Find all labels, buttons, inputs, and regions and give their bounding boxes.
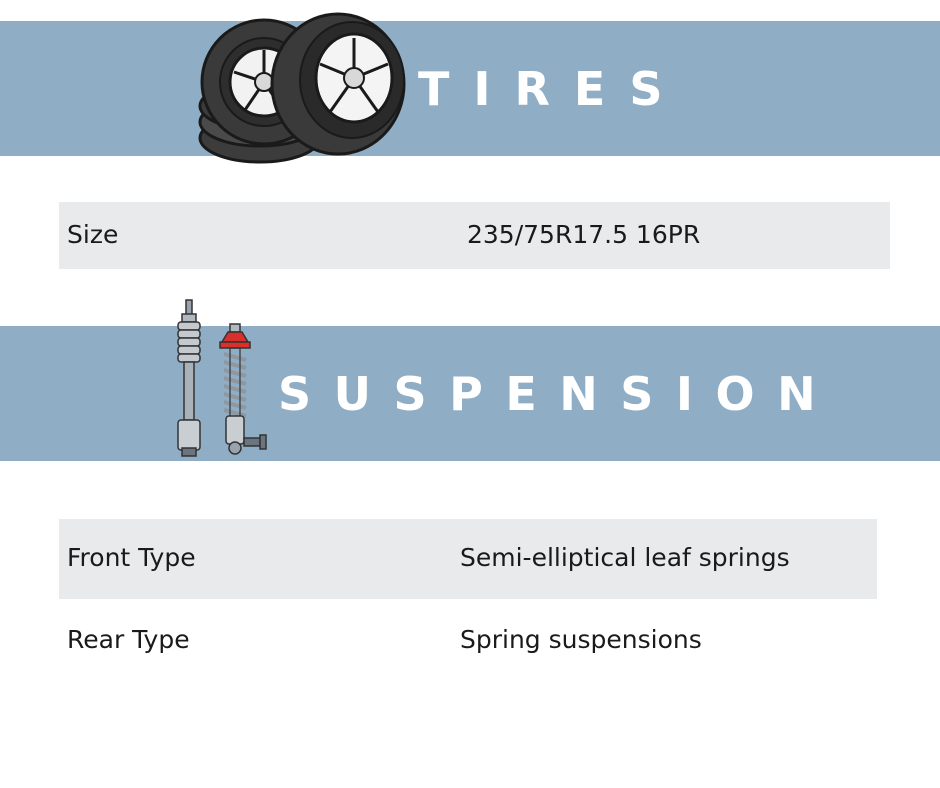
suspension-heading: SUSPENSION (278, 367, 839, 421)
spec-value: 235/75R17.5 16PR (467, 220, 701, 249)
spec-label: Front Type (67, 543, 196, 572)
tires-spec-row: Size 235/75R17.5 16PR (59, 202, 890, 269)
stacked-tires-icon (198, 12, 406, 164)
spec-value: Spring suspensions (460, 625, 702, 654)
shock-absorbers-icon (177, 299, 267, 457)
tires-heading: TIRES (418, 62, 687, 116)
suspension-spec-row: Front Type Semi-elliptical leaf springs (59, 519, 877, 599)
spec-label: Size (67, 220, 119, 249)
suspension-section-banner: SUSPENSION (0, 326, 940, 461)
suspension-spec-row: Rear Type Spring suspensions (59, 599, 877, 679)
tires-section-banner: TIRES (0, 21, 940, 156)
spec-label: Rear Type (67, 625, 190, 654)
spec-value: Semi-elliptical leaf springs (460, 543, 790, 572)
